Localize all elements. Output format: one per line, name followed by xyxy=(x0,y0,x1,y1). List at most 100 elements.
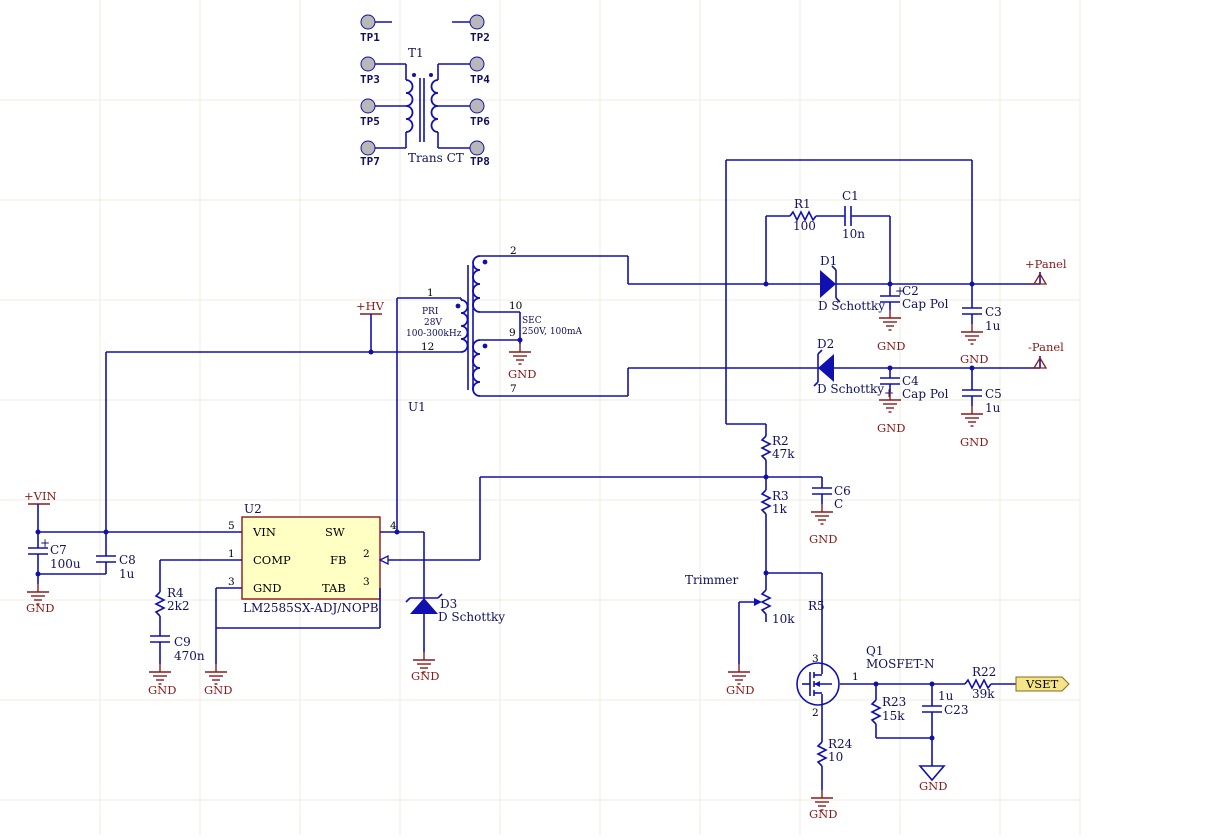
u1-pin-12: 12 xyxy=(421,341,434,353)
u2-pin-tab: TAB xyxy=(322,581,346,595)
r5-value: 10k xyxy=(772,612,795,626)
gnd-label: GND xyxy=(204,683,232,697)
svg-text:+: + xyxy=(895,284,905,298)
capacitor-c7[interactable]: + C7 100u xyxy=(28,536,81,571)
resistor-r24[interactable]: R24 10 xyxy=(816,737,853,767)
net-port-vset[interactable]: VSET xyxy=(1015,676,1070,692)
capacitor-c1[interactable]: C1 10n xyxy=(842,189,865,241)
panel-neg-label: -Panel xyxy=(1028,340,1064,354)
t1-designator: T1 xyxy=(408,46,424,60)
sheet-grid xyxy=(0,0,1081,835)
c9-value: 470n xyxy=(174,649,205,663)
c5-value: 1u xyxy=(985,401,1001,415)
capacitor-c4[interactable]: + C4 Cap Pol xyxy=(880,368,949,401)
tp2-label: TP2 xyxy=(470,31,490,44)
capacitor-c3[interactable]: C3 1u xyxy=(962,284,1002,333)
u1-designator: U1 xyxy=(408,400,426,414)
resistor-r2[interactable]: R2 47k xyxy=(760,434,795,461)
r1-ref: R1 xyxy=(794,197,811,211)
resistor-r3[interactable]: R3 1k xyxy=(760,489,789,516)
d1-value: D Schottky xyxy=(818,299,885,313)
tp7-label: TP7 xyxy=(360,155,380,168)
t1-type: Trans CT xyxy=(408,151,464,165)
c4-value: Cap Pol xyxy=(902,387,949,401)
c6-ref: C6 xyxy=(834,484,851,498)
power-port-vin[interactable]: +VIN xyxy=(24,489,57,548)
u2-pinnum-4: 4 xyxy=(390,520,397,532)
diode-d2[interactable]: D2 D Schottky xyxy=(813,337,884,396)
c7-value: 100u xyxy=(50,557,81,571)
capacitor-c23[interactable]: 1u C23 xyxy=(922,684,968,766)
c8-value: 1u xyxy=(119,567,135,581)
u2-pin-vin: VIN xyxy=(252,525,276,539)
capacitor-c6[interactable]: C6 C xyxy=(812,477,851,511)
d3-ref: D3 xyxy=(440,597,457,611)
resistor-r23[interactable]: R23 15k xyxy=(870,684,906,725)
power-port-hv[interactable]: +HV xyxy=(356,299,385,352)
testpoint-tp1[interactable]: TP1 xyxy=(360,14,392,44)
q1-ref: Q1 xyxy=(866,644,883,658)
regulator-u2[interactable]: VIN COMP GND SW FB TAB U2 LM2585SX-ADJ/N… xyxy=(228,502,397,615)
u1-pin-1: 1 xyxy=(427,287,434,299)
gnd-label: GND xyxy=(809,807,837,821)
u1-pri-freq: 100-300kHz xyxy=(406,329,462,339)
diode-d3[interactable]: D3 D Schottky xyxy=(405,593,505,624)
gnd-label: GND xyxy=(809,532,837,546)
u1-sec-label: SEC xyxy=(522,316,542,326)
r1-value: 100 xyxy=(793,219,816,233)
transformer-u1[interactable]: 1 12 2 10 9 7 PRI 28V 100-300kHz SEC 250… xyxy=(371,245,628,414)
testpoint-tp2[interactable]: TP2 xyxy=(452,14,490,44)
r4-value: 2k2 xyxy=(167,599,190,613)
power-port-panel-negative[interactable]: -Panel xyxy=(1028,340,1064,369)
ground-symbol xyxy=(727,663,751,685)
r24-ref: R24 xyxy=(828,737,853,751)
ground-symbol xyxy=(878,309,902,331)
trimmer-r5[interactable]: Trimmer 10k R5 xyxy=(685,573,825,626)
c1-value: 10n xyxy=(842,227,865,241)
tp6-label: TP6 xyxy=(470,115,490,128)
r4-ref: R4 xyxy=(167,586,184,600)
capacitor-c9[interactable]: C9 470n xyxy=(150,635,205,663)
u1-pri-label: PRI xyxy=(422,307,439,317)
u1-sec-rating: 250V, 100mA xyxy=(522,327,583,337)
tp3-label: TP3 xyxy=(360,73,380,86)
ground-symbol xyxy=(148,663,172,685)
gnd-label: GND xyxy=(411,669,439,683)
c2-ref: C2 xyxy=(902,284,919,298)
vset-label: VSET xyxy=(1025,677,1059,691)
r5-note: Trimmer xyxy=(685,573,738,587)
testpoint-tp6[interactable]: TP6 xyxy=(438,98,490,128)
testpoint-tp7[interactable]: TP7 xyxy=(360,132,407,168)
u2-pin-fb: FB xyxy=(330,553,346,567)
gnd-label: GND xyxy=(26,601,54,615)
r23-ref: R23 xyxy=(882,695,906,709)
testpoint-tp3[interactable]: TP3 xyxy=(360,56,407,86)
testpoint-tp4[interactable]: TP4 xyxy=(437,56,490,86)
diode-d1[interactable]: D1 D Schottky xyxy=(818,254,885,313)
u2-pin-sw: SW xyxy=(325,525,345,539)
capacitor-c2[interactable]: + C2 Cap Pol xyxy=(880,284,949,311)
transformer-t1[interactable]: T1 Trans CT xyxy=(405,46,464,165)
r5-ref: R5 xyxy=(808,599,825,613)
r2-value: 47k xyxy=(772,447,795,461)
u2-pinnum-5: 5 xyxy=(228,520,235,532)
power-port-panel-positive[interactable]: +Panel xyxy=(1025,257,1067,285)
testpoint-tp5[interactable]: TP5 xyxy=(360,98,406,128)
c23-value: 1u xyxy=(938,689,954,703)
capacitor-c5[interactable]: C5 1u xyxy=(962,368,1002,415)
r22-ref: R22 xyxy=(972,665,996,679)
u1-pin-9: 9 xyxy=(509,327,516,339)
u2-pin-comp: COMP xyxy=(253,553,291,567)
svg-text:+: + xyxy=(40,536,50,550)
capacitor-c8[interactable]: C8 1u xyxy=(96,553,136,581)
resistor-r4[interactable]: R4 2k2 xyxy=(154,586,190,617)
testpoint-tp8[interactable]: TP8 xyxy=(437,132,490,168)
c3-value: 1u xyxy=(985,319,1001,333)
gnd-label: GND xyxy=(726,683,754,697)
mosfet-q1[interactable]: 3 2 1 Q1 MOSFET-N xyxy=(796,644,934,719)
resistor-r22[interactable]: R22 39k xyxy=(964,665,996,701)
gnd-label: GND xyxy=(877,339,905,353)
ground-symbol xyxy=(810,503,834,525)
resistor-r1[interactable]: R1 100 xyxy=(789,197,817,233)
u1-pin-7: 7 xyxy=(510,383,517,395)
